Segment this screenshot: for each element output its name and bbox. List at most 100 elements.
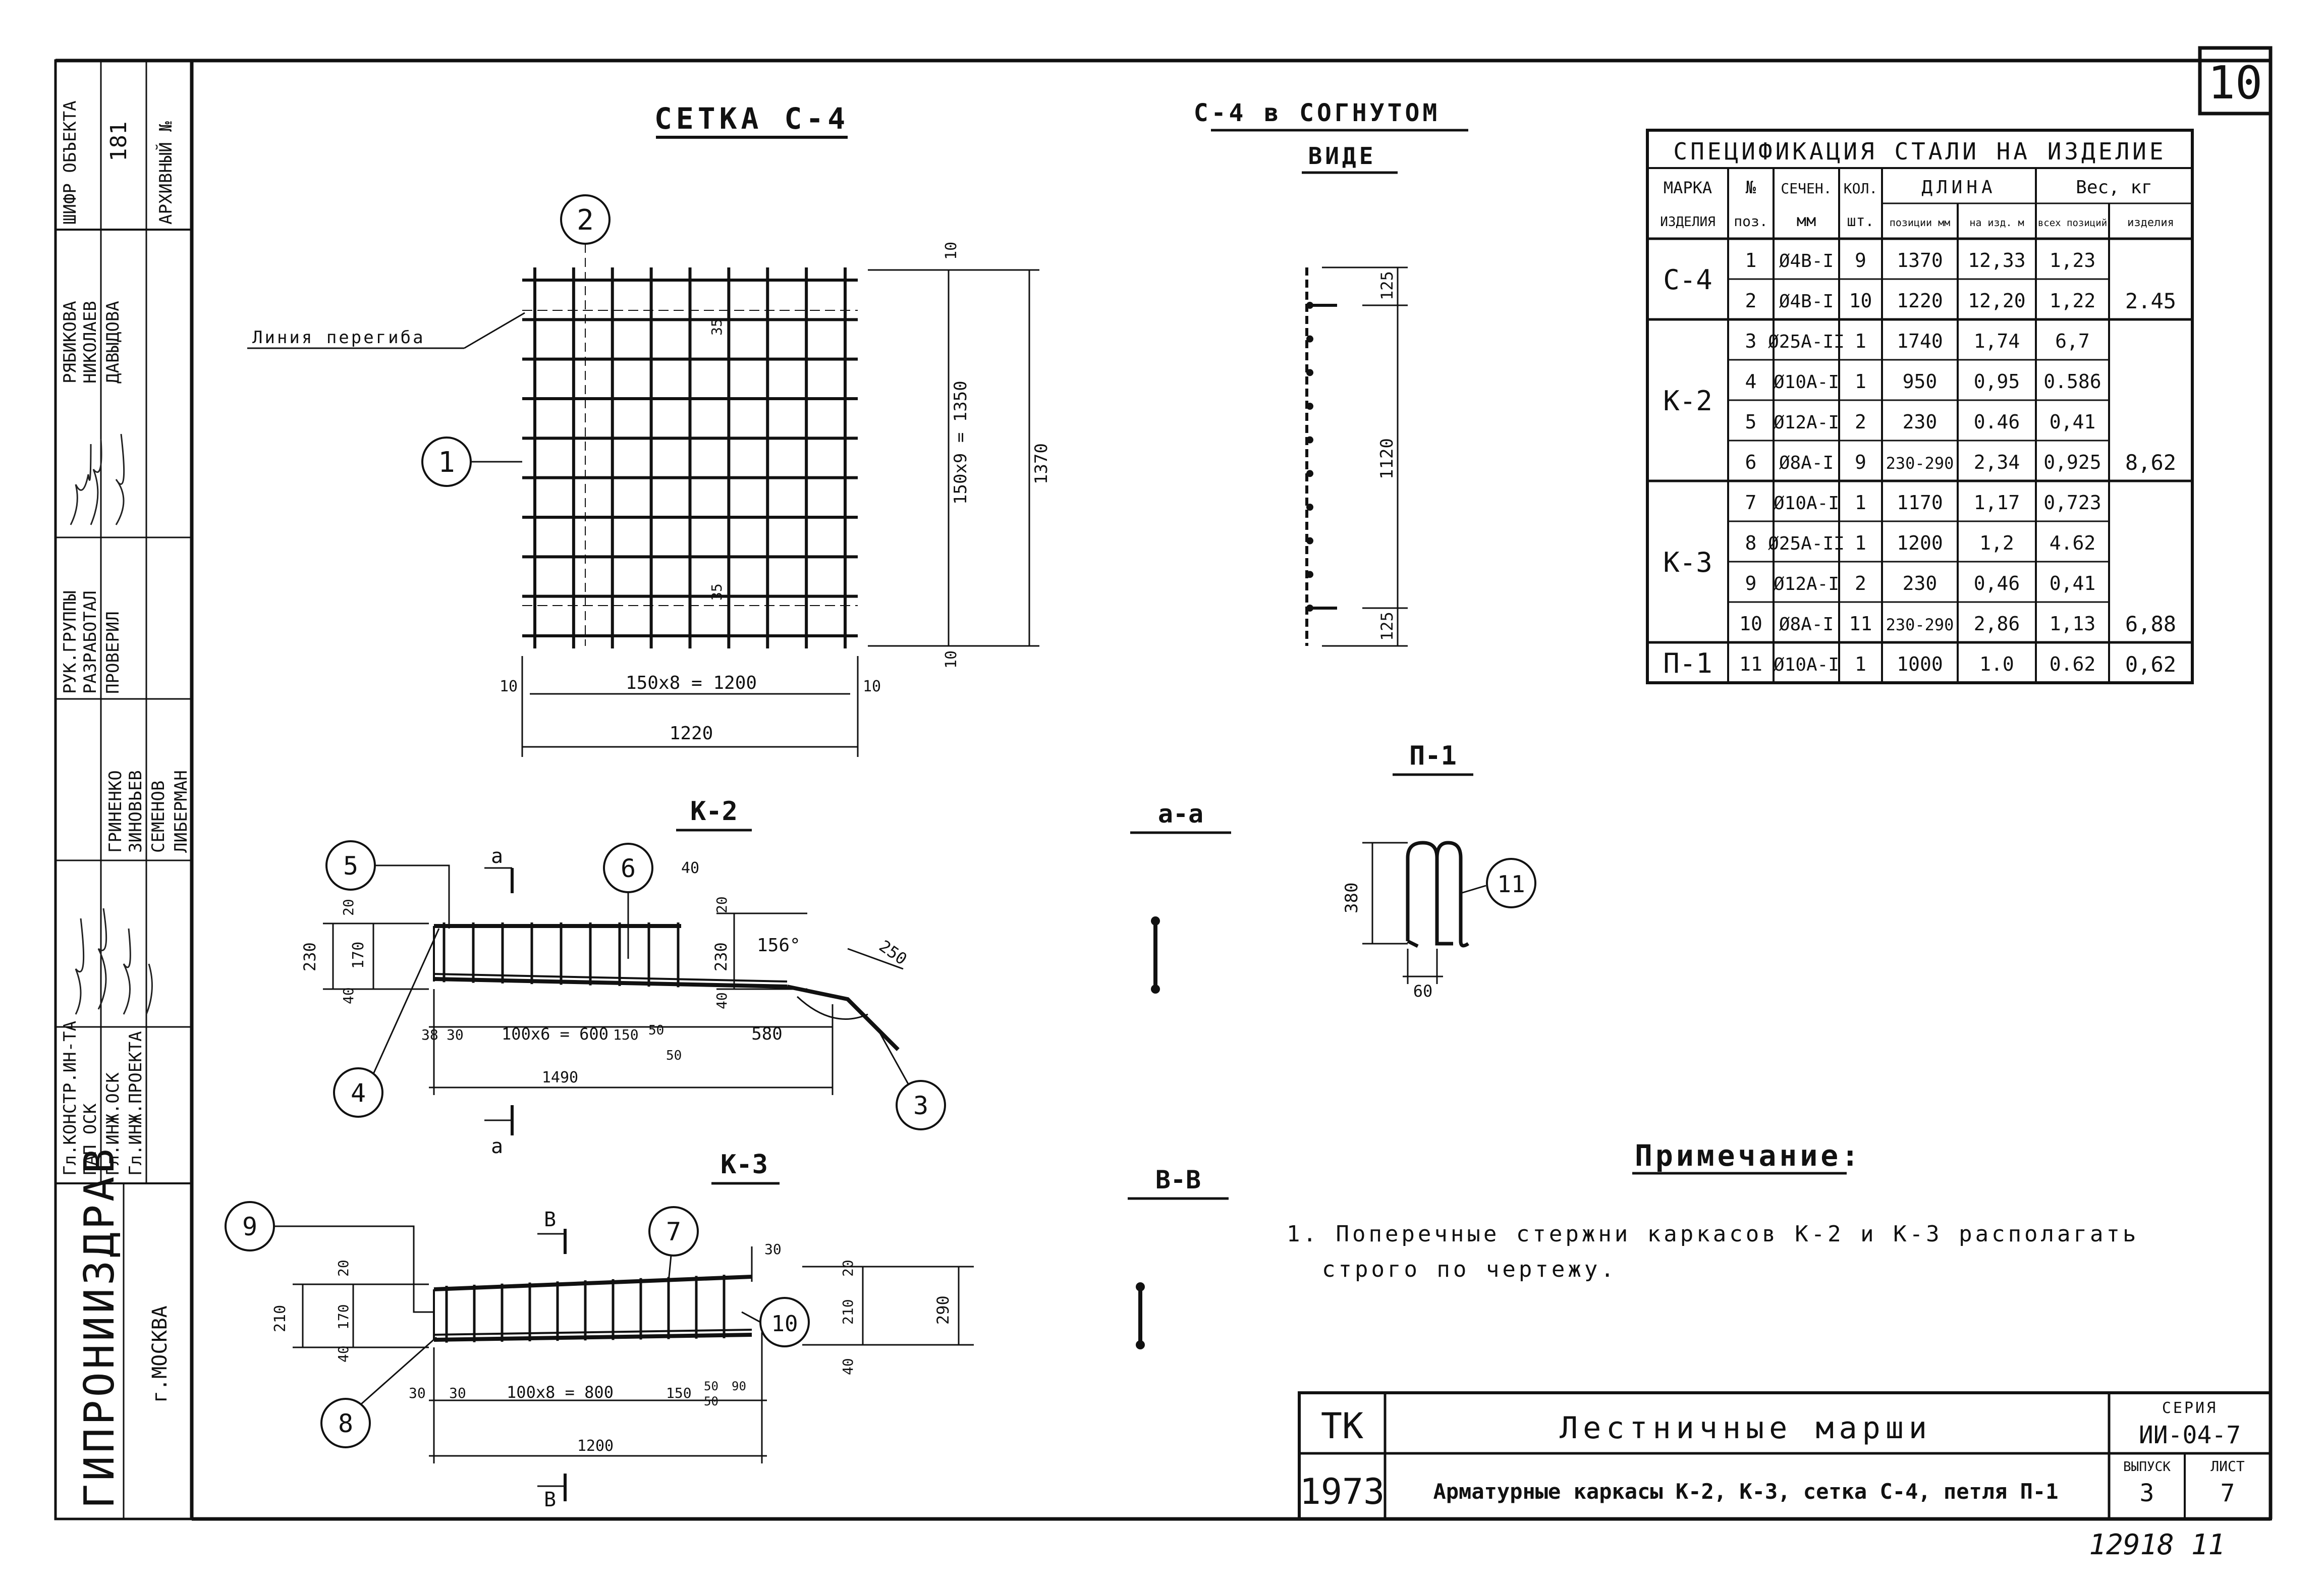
- spec-wt-pos: 0.62: [2050, 653, 2096, 675]
- archive-label: АРХИВНЫЙ №: [155, 121, 176, 225]
- c4-dim-10-left: 10: [500, 678, 518, 695]
- spec-wt-pos: 0,925: [2043, 451, 2101, 473]
- sheet-number-box: 10: [2198, 46, 2273, 116]
- tb-sheet: 7: [2221, 1479, 2235, 1507]
- spec-head-mark: МАРКА: [1664, 178, 1712, 197]
- callout-9: 9: [242, 1212, 257, 1241]
- spec-len-item: 1,17: [1974, 492, 2020, 514]
- k2-dim-50-b: 50: [666, 1048, 682, 1063]
- spec-total: 8,62: [2125, 450, 2176, 475]
- spec-qty: 1: [1855, 653, 1866, 675]
- spec-wt-pos: 1,22: [2050, 290, 2096, 312]
- stamp-name-2: ЗИНОВЬЕВ: [126, 770, 146, 853]
- callout-6: 6: [621, 854, 636, 883]
- sheet-number: 10: [2208, 57, 2262, 110]
- spec-len-item: 0,46: [1974, 572, 2020, 594]
- tb-issue: 3: [2140, 1479, 2154, 1507]
- section-bb: В-В: [1128, 1165, 1229, 1349]
- note-line-1: 1. Поперечные стержни каркасов К-2 и К-3…: [1287, 1221, 2139, 1247]
- tb-issue-label: ВЫПУСК: [2123, 1459, 2171, 1475]
- spec-head-sec: СЕЧЕН.: [1781, 180, 1832, 197]
- spec-len-pos: 230-290: [1886, 615, 1954, 634]
- k3-cut-bottom: В: [544, 1488, 556, 1511]
- k2-angle-156: 156°: [757, 935, 801, 956]
- stamp-texts: ШИФР ОБЪЕКТА 181 АРХИВНЫЙ № Гл.КОНСТР.ИН…: [60, 100, 191, 1509]
- spec-title: СПЕЦИФИКАЦИЯ СТАЛИ НА ИЗДЕЛИЕ: [1673, 138, 2166, 165]
- spec-wt-pos: 1,23: [2050, 249, 2096, 271]
- callout-5: 5: [343, 851, 358, 881]
- c4-dim-150x9: 150х9 = 1350: [951, 380, 971, 505]
- k3-transverse-bars: [445, 1275, 726, 1343]
- spec-qty: 10: [1849, 290, 1872, 312]
- spec-len-item: 0.46: [1974, 411, 2020, 433]
- spec-wt-pos: 0,41: [2050, 572, 2096, 594]
- k2-dim-1490: 1490: [542, 1069, 578, 1086]
- stamp-role-2: ГАП ОСК: [80, 1103, 100, 1176]
- spec-wt-pos: 0,723: [2043, 492, 2101, 514]
- callout-8: 8: [338, 1409, 353, 1438]
- spec-qty: 2: [1855, 411, 1866, 433]
- spec-len-item: 1,74: [1974, 330, 2020, 352]
- k3-dim-150: 150: [666, 1385, 692, 1401]
- object-code: 181: [106, 122, 132, 161]
- spec-head-pos: №: [1746, 178, 1756, 198]
- spec-len-item: 12,33: [1968, 249, 2025, 271]
- spec-pos: 5: [1745, 411, 1757, 433]
- mesh-c4-view: СЕТКА С-4 Линия перегиба 150х9 = 1350 13…: [247, 101, 1052, 757]
- spec-qty: 9: [1855, 451, 1866, 473]
- spec-len-item: 1.0: [1979, 653, 2014, 675]
- object-code-label: ШИФР ОБЪЕКТА: [60, 100, 80, 225]
- spec-sec: Ø10А-I: [1774, 372, 1839, 393]
- mesh-grid: [522, 267, 858, 648]
- spec-wt-pos: 1,13: [2050, 613, 2096, 635]
- spec-table: СПЕЦИФИКАЦИЯ СТАЛИ НА ИЗДЕЛИЕМАРКАИЗДЕЛИ…: [1646, 129, 2194, 684]
- bend-line-label: Линия перегиба: [252, 328, 425, 348]
- spec-total: 0,62: [2125, 652, 2176, 677]
- bent-dim-125-bottom: 125: [1377, 612, 1397, 641]
- callout-10: 10: [771, 1311, 798, 1337]
- k2-dim-250: 250: [875, 936, 910, 968]
- k2-dim-38: 38: [421, 1026, 438, 1043]
- spec-mark: К-3: [1663, 547, 1712, 578]
- k2-title: К-2: [690, 796, 738, 827]
- spec-sec: Ø4В-I: [1779, 251, 1834, 271]
- spec-head-pos-2: поз.: [1734, 213, 1767, 230]
- k3-dim-90: 90: [732, 1379, 746, 1393]
- spec-len-pos: 1200: [1897, 532, 1943, 554]
- spec-head-wt: Вес, кг: [2076, 177, 2152, 198]
- k3-dim-40-left: 40: [335, 1345, 352, 1363]
- spec-len-pos: 230-290: [1886, 454, 1954, 473]
- spec-sec: Ø4В-I: [1779, 291, 1834, 312]
- bent-bar-dot: [1306, 504, 1313, 511]
- spec-len-pos: 1220: [1897, 290, 1943, 312]
- k2-dim-230-right: 230: [711, 942, 731, 971]
- spec-wt-pos: 0.586: [2043, 370, 2101, 393]
- spec-qty: 2: [1855, 572, 1866, 594]
- spec-sec: Ø12А-I: [1774, 412, 1839, 433]
- spec-pos: 7: [1745, 492, 1757, 514]
- tb-name: Лестничные марши: [1560, 1410, 1932, 1446]
- notes: Примечание: 1. Поперечные стержни каркас…: [1287, 1138, 2139, 1282]
- k2-dim-40-top: 40: [681, 859, 699, 877]
- cage-k3-view: К-3 В В: [225, 1150, 974, 1511]
- tb-series-label: СЕРИЯ: [2162, 1399, 2218, 1417]
- k3-dim-50-b: 50: [704, 1394, 718, 1408]
- k3-dim-100x8: 100х8 = 800: [507, 1383, 614, 1402]
- spec-sec: Ø25А-II: [1768, 533, 1845, 554]
- stamp-name-1: ГРИНЕНКО: [105, 770, 126, 853]
- k2-cut-bottom: а: [491, 1135, 503, 1158]
- k3-dim-50-a: 50: [704, 1379, 718, 1393]
- spec-head-len-pos: позиции мм: [1890, 216, 1950, 229]
- spec-len-pos: 230: [1903, 572, 1938, 594]
- k3-dim-30-top: 30: [764, 1241, 782, 1258]
- spec-head-qty: КОЛ.: [1844, 180, 1877, 197]
- spec-qty: 11: [1849, 613, 1872, 635]
- k3-dim-20-right: 20: [840, 1260, 856, 1277]
- c4-dim-10-right: 10: [863, 678, 881, 695]
- k3-dim-290: 290: [933, 1295, 953, 1325]
- bent-bar-dot: [1306, 335, 1313, 343]
- spec-head-sec-2: мм: [1797, 211, 1816, 230]
- k3-dim-170: 170: [335, 1304, 352, 1330]
- c4-title: СЕТКА С-4: [654, 101, 849, 136]
- tb-series: ИИ-04-7: [2139, 1421, 2241, 1449]
